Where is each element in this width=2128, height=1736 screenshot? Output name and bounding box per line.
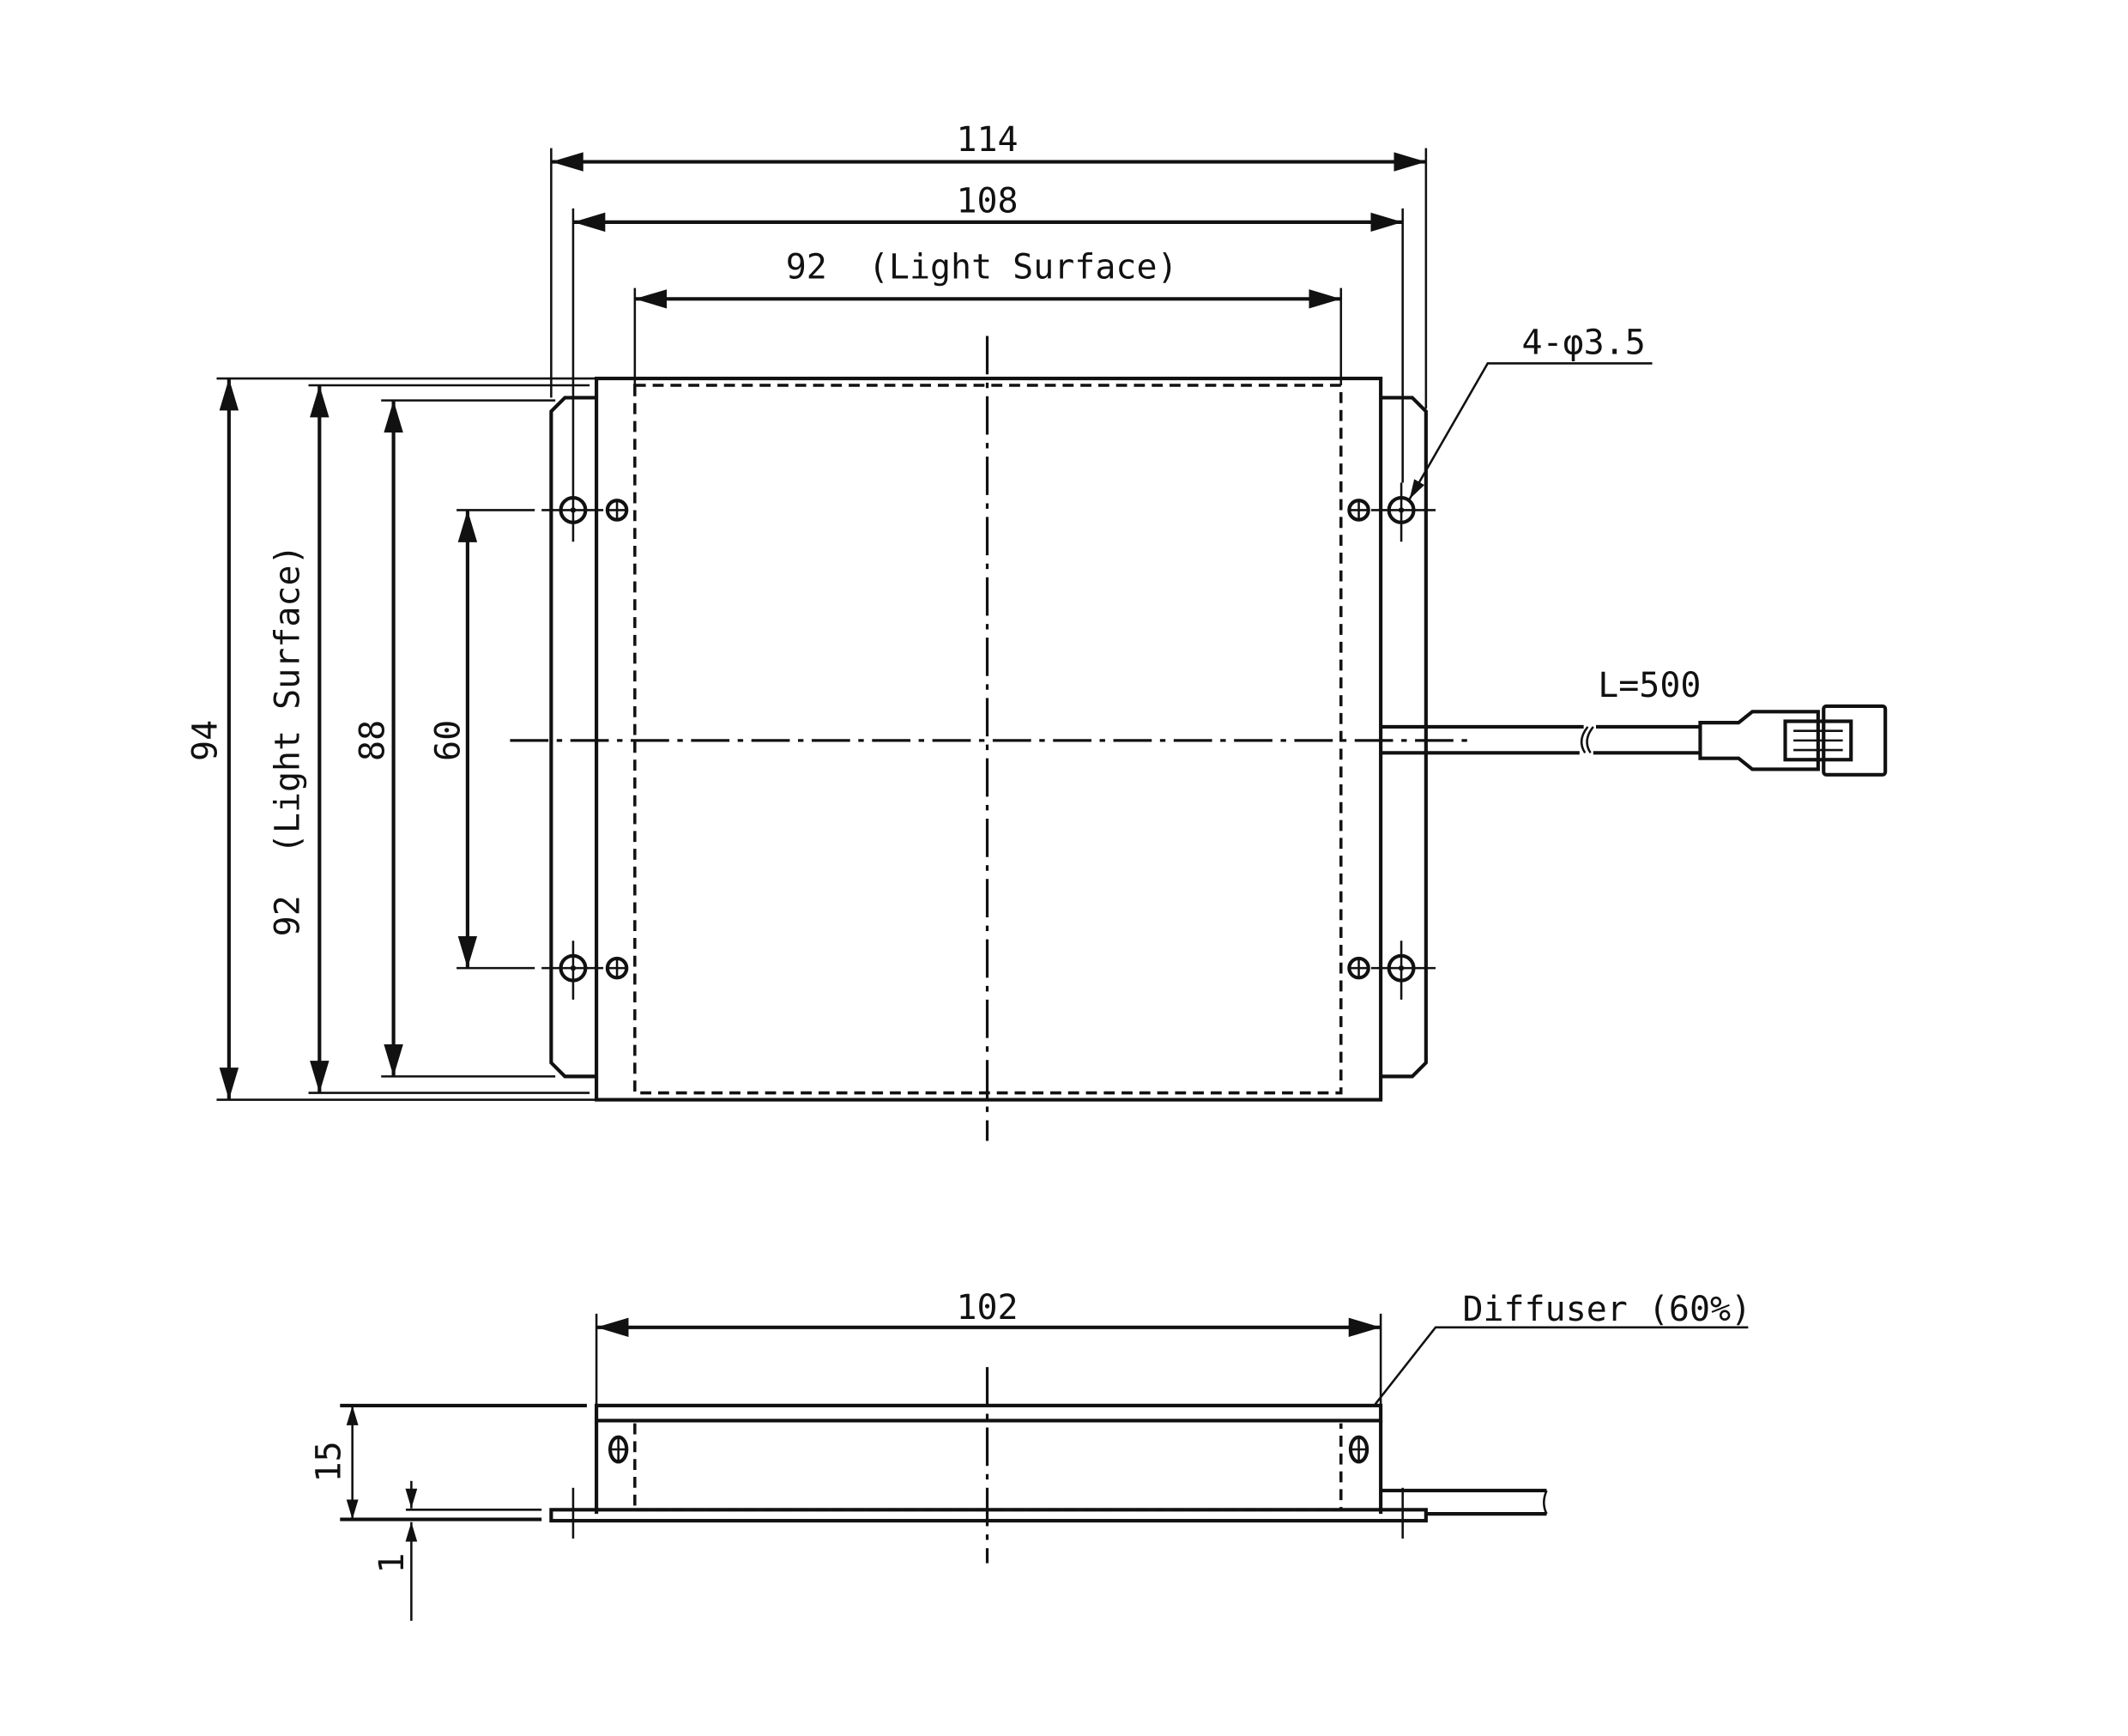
mounting-hole-icon	[1370, 482, 1436, 542]
screw-icon	[1348, 1435, 1369, 1464]
dimension-label: 94	[185, 720, 225, 761]
dimension-1: 1	[372, 1480, 542, 1621]
side-body	[595, 1420, 1383, 1515]
dimension-label: 15	[309, 1441, 348, 1482]
dimension-label: 92 (Light Surface)	[268, 544, 307, 936]
top-view: 114 108 92 (Light Surface) 94 92 (Light …	[185, 120, 1888, 1141]
light-surface-outline	[633, 1423, 1343, 1512]
dimension-label: 92 (Light Surface)	[786, 247, 1178, 287]
hole-callout-label: 4-φ3.5	[1521, 323, 1645, 362]
screw-icon	[605, 956, 629, 980]
dimension-102: 102	[595, 1288, 1382, 1406]
side-view: 102 15 1 Diffuser (60%)	[309, 1288, 1751, 1621]
right-flange	[1381, 396, 1428, 1079]
screw-icon	[1347, 956, 1370, 980]
dimension-94: 94	[185, 377, 597, 1101]
dimension-label: 60	[428, 720, 468, 761]
dimension-label: 88	[353, 720, 392, 761]
side-cable	[1381, 1488, 1548, 1516]
mounting-hole-icon	[541, 941, 604, 1000]
hole-callout: 4-φ3.5	[1408, 323, 1653, 500]
dimension-60: 60	[428, 509, 535, 970]
cable: L=500	[1381, 666, 1701, 755]
screw-icon	[1347, 499, 1370, 522]
dimension-88: 88	[353, 399, 556, 1078]
dimension-92-light-surface-height: 92 (Light Surface)	[268, 384, 590, 1094]
screw-icon	[608, 1435, 629, 1464]
dimension-label: 102	[956, 1288, 1018, 1328]
diffuser-callout: Diffuser (60%)	[1374, 1290, 1751, 1406]
dimension-114: 114	[550, 120, 1428, 409]
cable-length-label: L=500	[1598, 666, 1701, 705]
connector-icon	[1698, 704, 1888, 777]
mounting-hole-icon	[541, 482, 604, 542]
screw-icon	[605, 499, 629, 522]
dimension-108: 108	[571, 182, 1404, 483]
mounting-hole-icon	[1370, 941, 1436, 1000]
dimension-label: 1	[372, 1553, 412, 1574]
left-flange	[549, 396, 597, 1079]
dimension-15: 15	[309, 1403, 587, 1521]
dimension-label: 114	[956, 120, 1018, 160]
diffuser-label: Diffuser (60%)	[1462, 1290, 1751, 1329]
dimension-label: 108	[956, 182, 1018, 221]
dimension-92-light-surface-width: 92 (Light Surface)	[633, 247, 1343, 386]
